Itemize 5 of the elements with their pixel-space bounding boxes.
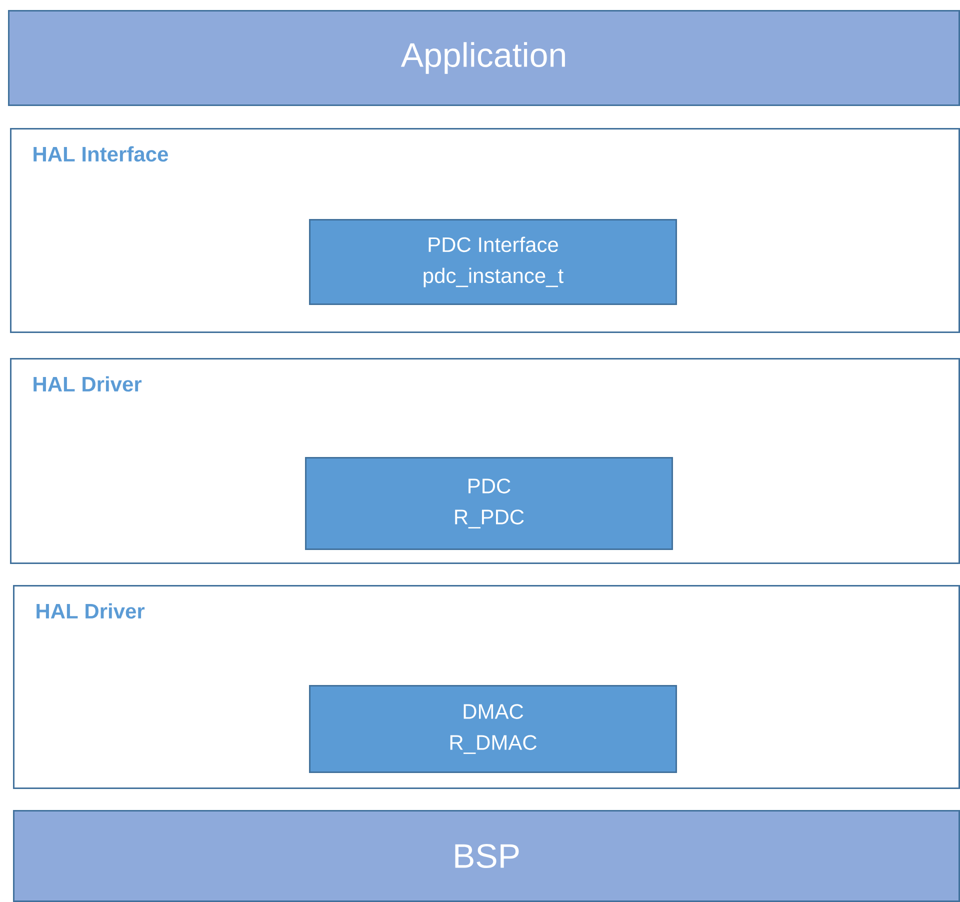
layer-band: BSP: [13, 810, 960, 902]
module-box: PDC Interface pdc_instance_t: [309, 219, 677, 305]
module-box: PDC R_PDC: [305, 457, 673, 550]
module-box: DMAC R_DMAC: [309, 685, 677, 773]
layer-band: Application: [8, 10, 960, 106]
